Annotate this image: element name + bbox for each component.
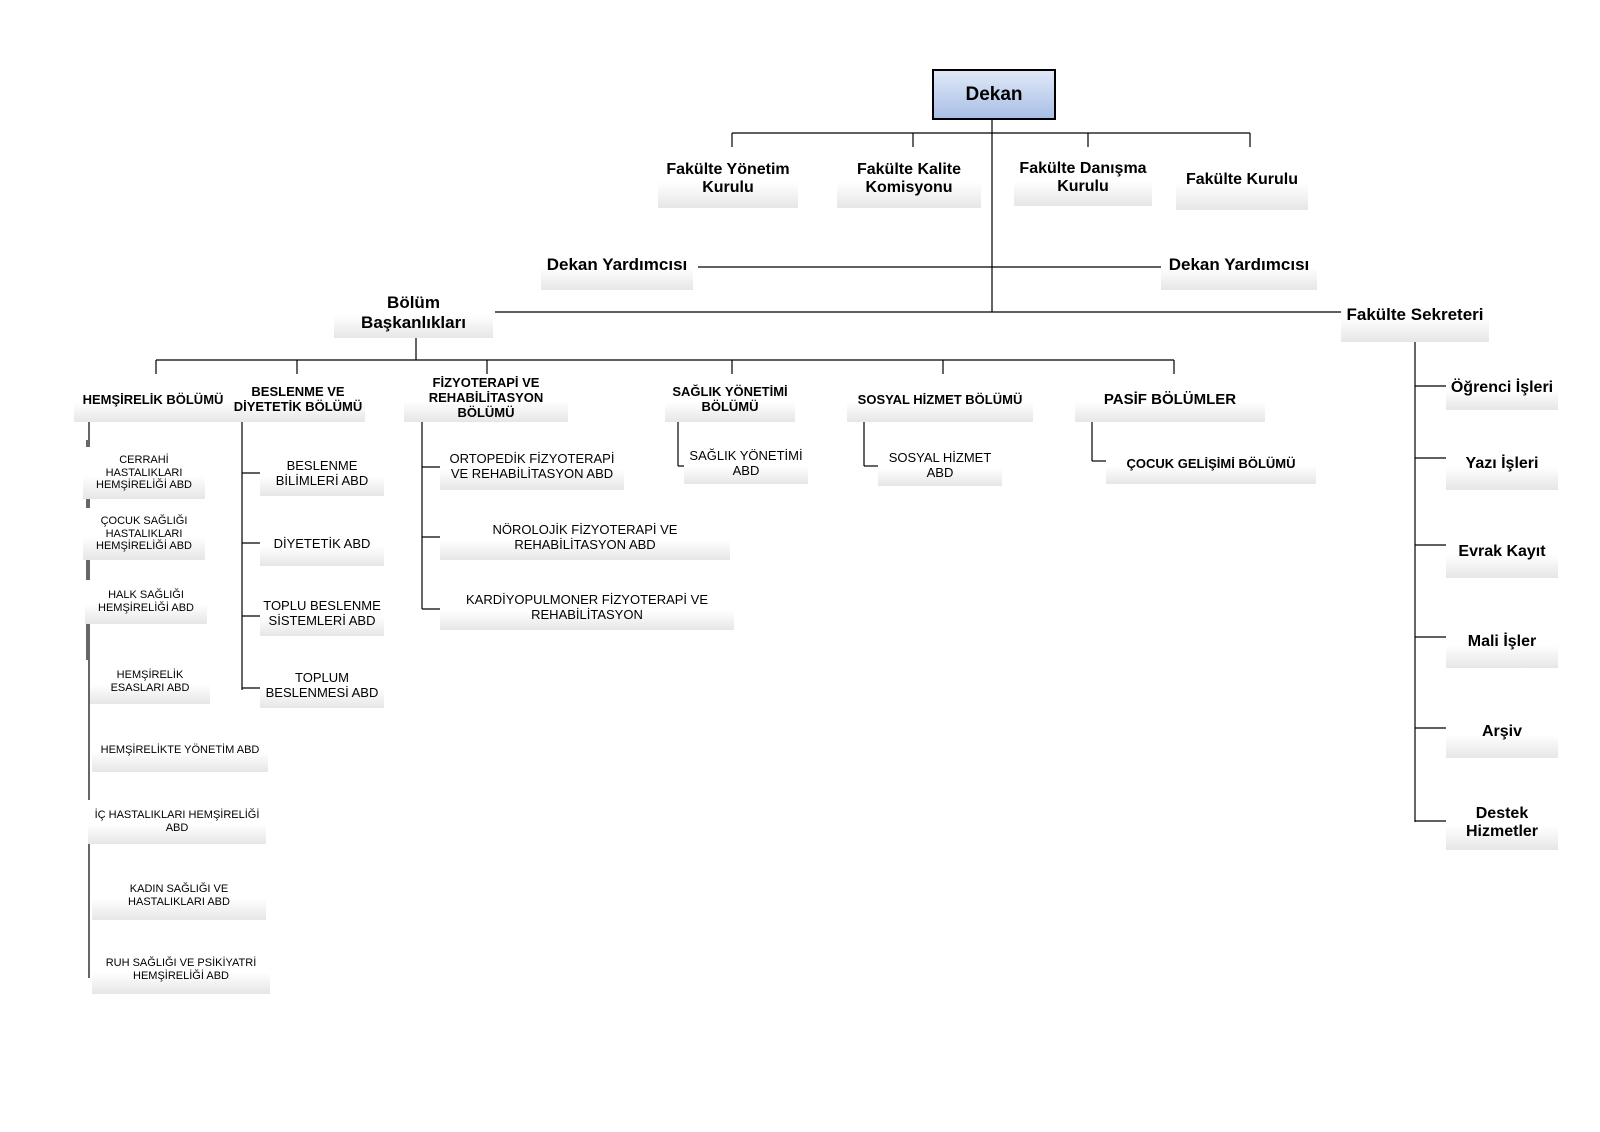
nutrition-unit-4-label: TOPLUM BESLENMESİ ABD (265, 670, 379, 700)
dept-nutrition-label: BESLENME VE DİYETETİK BÖLÜMÜ (233, 384, 363, 414)
nutrition-unit-4[interactable]: TOPLUM BESLENMESİ ABD (260, 664, 384, 708)
dept-social[interactable]: SOSYAL HİZMET BÖLÜMÜ (847, 378, 1033, 422)
dept-nursing[interactable]: HEMŞİRELİK BÖLÜMÜ (74, 378, 232, 422)
dept-nutrition[interactable]: BESLENME VE DİYETETİK BÖLÜMÜ (231, 378, 365, 422)
nutrition-unit-1-label: BESLENME BİLİMLERİ ABD (275, 458, 369, 488)
nursing-unit-4-label: HEMŞİRELİK ESASLARI ABD (110, 669, 190, 694)
dept-health-mgmt[interactable]: SAĞLIK YÖNETİMİ BÖLÜMÜ (665, 378, 795, 422)
dean-box[interactable]: Dekan (932, 69, 1056, 120)
nursing-unit-8[interactable]: RUH SAĞLIĞI VE PSİKİYATRİ HEMŞİRELİĞİ AB… (92, 946, 270, 994)
nutrition-unit-1[interactable]: BESLENME BİLİMLERİ ABD (260, 452, 384, 496)
secretary-unit-6[interactable]: Destek Hizmetler (1446, 796, 1558, 850)
secretary-unit-1-label: Öğrenci İşleri (1450, 378, 1554, 396)
vice-dean-left[interactable]: Dekan Yardımcısı (541, 240, 693, 290)
physio-unit-2-label: NÖROLOJİK FİZYOTERAPİ VE REHABİLİTASYON … (492, 522, 678, 552)
nursing-unit-8-label: RUH SAĞLIĞI VE PSİKİYATRİ HEMŞİRELİĞİ AB… (105, 957, 257, 982)
secretary-unit-4-label: Mali İşler (1467, 632, 1537, 650)
nutrition-unit-2[interactable]: DİYETETİK ABD (260, 522, 384, 566)
nursing-unit-2[interactable]: ÇOCUK SAĞLIĞI HASTALIKLARI HEMŞİRELİĞİ A… (83, 508, 205, 560)
faculty-secretary[interactable]: Fakülte Sekreteri (1341, 287, 1489, 342)
nursing-unit-5[interactable]: HEMŞİRELİKTE YÖNETİM ABD (92, 728, 268, 772)
passive-unit-1[interactable]: ÇOCUK GELİŞİMİ BÖLÜMÜ (1106, 444, 1316, 484)
dept-nursing-label: HEMŞİRELİK BÖLÜMÜ (82, 391, 224, 407)
secretary-unit-3-label: Evrak Kayıt (1458, 542, 1546, 560)
dept-passive-label: PASİF BÖLÜMLER (1103, 391, 1237, 409)
board-advisory[interactable]: Fakülte Danışma Kurulu (1014, 150, 1152, 206)
health-mgmt-unit-1-label: SAĞLIK YÖNETİMİ ABD (689, 448, 803, 478)
nursing-unit-3[interactable]: HALK SAĞLIĞI HEMŞİRELİĞİ ABD (85, 580, 207, 624)
dept-social-label: SOSYAL HİZMET BÖLÜMÜ (857, 391, 1023, 407)
nursing-unit-7[interactable]: KADIN SAĞLIĞI VE HASTALIKLARI ABD (92, 872, 266, 920)
nursing-unit-7-label: KADIN SAĞLIĞI VE HASTALIKLARI ABD (128, 883, 230, 908)
nursing-unit-2-label: ÇOCUK SAĞLIĞI HASTALIKLARI HEMŞİRELİĞİ A… (96, 515, 192, 553)
board-quality[interactable]: Fakülte Kalite Komisyonu (837, 150, 981, 208)
secretary-unit-2-label: Yazı İşleri (1465, 454, 1539, 472)
nursing-unit-1[interactable]: CERRAHİ HASTALIKLARI HEMŞİRELİĞİ ABD (83, 447, 205, 499)
secretary-unit-1[interactable]: Öğrenci İşleri (1446, 366, 1558, 410)
nursing-unit-6[interactable]: İÇ HASTALIKLARI HEMŞİRELİĞİ ABD (88, 800, 266, 844)
physio-unit-2[interactable]: NÖROLOJİK FİZYOTERAPİ VE REHABİLİTASYON … (440, 516, 730, 560)
board-management[interactable]: Fakülte Yönetim Kurulu (658, 150, 798, 208)
nursing-unit-1-label: CERRAHİ HASTALIKLARI HEMŞİRELİĞİ ABD (96, 454, 192, 492)
department-heads-label: Bölüm Başkanlıkları (361, 292, 466, 332)
nursing-unit-3-label: HALK SAĞLIĞI HEMŞİRELİĞİ ABD (98, 589, 194, 614)
department-heads[interactable]: Bölüm Başkanlıkları (334, 287, 493, 338)
physio-unit-1-label: ORTOPEDİK FİZYOTERAPİ VE REHABİLİTASYON … (449, 451, 615, 481)
physio-unit-3-label: KARDİYOPULMONER FİZYOTERAPİ VE REHABİLİT… (466, 592, 708, 622)
secretary-unit-3[interactable]: Evrak Kayıt (1446, 526, 1558, 578)
nutrition-unit-2-label: DİYETETİK ABD (273, 535, 371, 551)
secretary-unit-5-label: Arşiv (1481, 722, 1523, 740)
dept-health-mgmt-label: SAĞLIK YÖNETİMİ BÖLÜMÜ (672, 384, 788, 414)
nursing-unit-6-label: İÇ HASTALIKLARI HEMŞİRELİĞİ ABD (94, 809, 260, 834)
nutrition-unit-3[interactable]: TOPLU BESLENME SİSTEMLERİ ABD (260, 592, 384, 636)
nursing-unit-5-label: HEMŞİRELİKTE YÖNETİM ABD (100, 743, 260, 756)
dept-physio-label: FİZYOTERAPİ VE REHABİLİTASYON BÖLÜMÜ (428, 375, 544, 420)
nursing-unit-4[interactable]: HEMŞİRELİK ESASLARI ABD (90, 660, 210, 704)
health-mgmt-unit-1[interactable]: SAĞLIK YÖNETİMİ ABD (684, 444, 808, 484)
social-unit-1-label: SOSYAL HİZMET ABD (888, 450, 992, 480)
vice-dean-right-label: Dekan Yardımcısı (1168, 255, 1310, 275)
dean-label: Dekan (965, 83, 1023, 105)
faculty-secretary-label: Fakülte Sekreteri (1346, 304, 1484, 324)
vice-dean-right[interactable]: Dekan Yardımcısı (1161, 240, 1317, 290)
board-advisory-label: Fakülte Danışma Kurulu (1019, 159, 1147, 195)
vice-dean-left-label: Dekan Yardımcısı (546, 255, 688, 275)
physio-unit-1[interactable]: ORTOPEDİK FİZYOTERAPİ VE REHABİLİTASYON … (440, 444, 624, 490)
secretary-unit-4[interactable]: Mali İşler (1446, 616, 1558, 668)
social-unit-1[interactable]: SOSYAL HİZMET ABD (878, 446, 1002, 486)
board-quality-label: Fakülte Kalite Komisyonu (856, 160, 962, 196)
dept-passive[interactable]: PASİF BÖLÜMLER (1075, 378, 1265, 422)
passive-unit-1-label: ÇOCUK GELİŞİMİ BÖLÜMÜ (1126, 455, 1296, 471)
nutrition-unit-3-label: TOPLU BESLENME SİSTEMLERİ ABD (263, 598, 381, 628)
secretary-unit-2[interactable]: Yazı İşleri (1446, 438, 1558, 490)
board-faculty[interactable]: Fakülte Kurulu (1176, 150, 1308, 210)
dept-physio[interactable]: FİZYOTERAPİ VE REHABİLİTASYON BÖLÜMÜ (404, 375, 568, 422)
physio-unit-3[interactable]: KARDİYOPULMONER FİZYOTERAPİ VE REHABİLİT… (440, 586, 734, 630)
board-faculty-label: Fakülte Kurulu (1185, 170, 1298, 188)
secretary-unit-5[interactable]: Arşiv (1446, 706, 1558, 758)
board-management-label: Fakülte Yönetim Kurulu (666, 160, 790, 196)
secretary-unit-6-label: Destek Hizmetler (1465, 804, 1539, 840)
